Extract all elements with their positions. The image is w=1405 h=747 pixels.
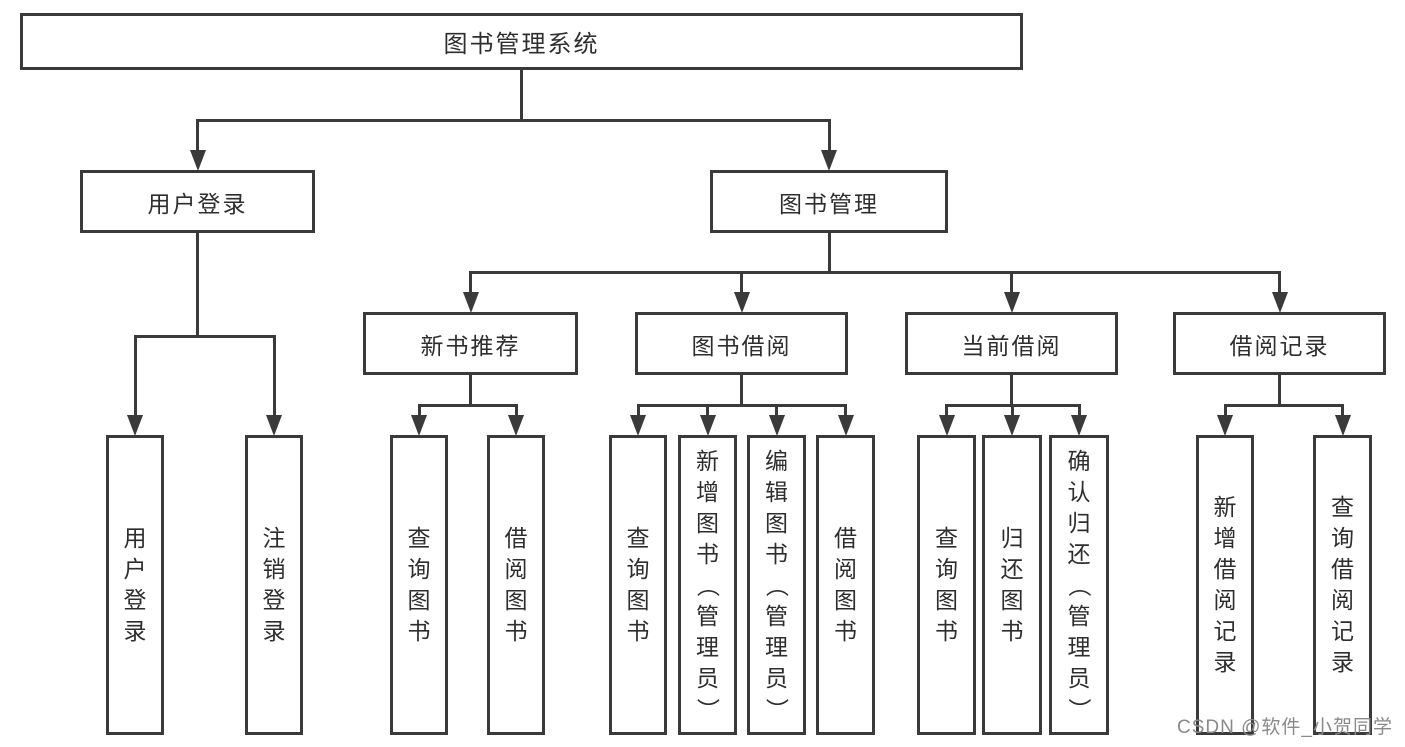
diagram-node-leaf-query-borrow-record: 查询借阅记录 <box>1313 435 1372 735</box>
node-label: 新增图书（管理员） <box>695 447 721 721</box>
node-label: 借阅图书 <box>834 525 857 644</box>
connector-arrowhead <box>1271 292 1288 313</box>
connector-arrowhead <box>127 415 143 436</box>
connector-line <box>945 405 948 421</box>
connector-line <box>636 403 847 407</box>
diagram-node-leaf-borrow-books-1: 借阅图书 <box>487 435 545 735</box>
connector-line <box>520 70 523 120</box>
node-label: 借阅图书 <box>504 525 528 644</box>
connector-arrowhead <box>699 415 716 436</box>
connector-arrowhead <box>508 415 524 436</box>
connector-line <box>740 375 743 405</box>
diagram-node-book-mgmt: 图书管理 <box>710 170 948 233</box>
node-label: 用户登录 <box>147 190 248 217</box>
connector-line <box>196 120 199 156</box>
connector-arrowhead <box>837 415 854 436</box>
node-label: 借阅记录 <box>1229 332 1330 359</box>
connector-line <box>775 405 778 421</box>
diagram-node-leaf-query-books-2: 查询图书 <box>609 435 667 735</box>
connector-line <box>827 233 831 272</box>
connector-arrowhead <box>1217 415 1233 436</box>
diagram-node-new-book-rec: 新书推荐 <box>363 312 578 375</box>
connector-line <box>417 403 518 407</box>
diagram-node-book-borrow: 图书借阅 <box>635 312 848 375</box>
connector-arrowhead <box>411 415 427 436</box>
diagram-node-leaf-return-book: 归还图书 <box>982 435 1042 735</box>
node-label: 用户登录 <box>123 525 147 644</box>
connector-line <box>469 375 472 405</box>
node-label: 注销登录 <box>262 525 286 644</box>
node-label: 查询借阅记录 <box>1331 494 1354 675</box>
diagram-node-leaf-confirm-return: 确认归还（管理员） <box>1049 435 1109 735</box>
connector-line <box>706 405 709 421</box>
connector-arrowhead <box>1004 415 1020 436</box>
connector-line <box>636 405 640 421</box>
connector-arrowhead <box>733 292 750 313</box>
connector-line <box>1278 375 1281 405</box>
connector-line <box>740 272 743 298</box>
diagram-node-leaf-query-books-1: 查询图书 <box>390 435 448 735</box>
connector-line <box>1223 403 1344 407</box>
node-label: 确认归还（管理员） <box>1066 447 1093 721</box>
connector-line <box>1223 405 1227 421</box>
diagram-node-leaf-edit-book: 编辑图书（管理员） <box>747 435 806 735</box>
node-label: 图书管理系统 <box>443 31 600 58</box>
connector-line <box>514 405 518 421</box>
diagram-node-user-login: 用户登录 <box>80 170 315 233</box>
diagram-node-root: 图书管理系统 <box>20 13 1023 70</box>
diagram-node-current-borrow: 当前借阅 <box>905 312 1118 375</box>
node-label: 归还图书 <box>1000 525 1024 644</box>
diagram-node-leaf-add-borrow-record: 新增借阅记录 <box>1196 435 1254 735</box>
connector-line <box>1278 272 1281 298</box>
node-label: 图书管理 <box>779 190 879 217</box>
diagram-node-leaf-borrow-books-2: 借阅图书 <box>816 435 875 735</box>
connector-arrowhead <box>821 150 837 171</box>
connector-line <box>196 118 831 122</box>
connector-arrowhead <box>1071 415 1087 436</box>
connector-arrowhead <box>1334 415 1351 436</box>
connector-line <box>827 120 831 156</box>
connector-arrowhead <box>189 150 206 171</box>
connector-line <box>133 336 137 421</box>
diagram-node-leaf-add-book: 新增图书（管理员） <box>678 435 737 735</box>
connector-arrowhead <box>630 415 646 436</box>
node-label: 新增借阅记录 <box>1213 494 1237 675</box>
connector-line <box>133 334 276 338</box>
node-label: 新书推荐 <box>420 332 521 359</box>
diagram-node-leaf-user-login: 用户登录 <box>106 435 164 735</box>
connector-arrowhead <box>1003 292 1020 313</box>
connector-line <box>417 405 421 421</box>
node-label: 图书借阅 <box>691 332 792 359</box>
node-label: 编辑图书（管理员） <box>764 447 790 721</box>
connector-line <box>469 272 472 298</box>
connector-line <box>1010 405 1014 421</box>
connector-line <box>1341 405 1344 421</box>
connector-arrowhead <box>462 292 479 313</box>
connector-arrowhead <box>266 415 282 436</box>
watermark: CSDN @软件_小贺同学 <box>1177 717 1393 738</box>
connector-arrowhead <box>768 415 785 436</box>
connector-line <box>1010 272 1013 298</box>
node-label: 当前借阅 <box>961 332 1062 359</box>
diagram-node-leaf-logout: 注销登录 <box>245 435 303 735</box>
connector-line <box>469 270 1281 274</box>
connector-line <box>272 336 276 421</box>
diagram-node-borrow-records: 借阅记录 <box>1173 312 1386 375</box>
connector-line <box>196 233 199 336</box>
connector-line <box>1077 405 1081 421</box>
diagram-node-leaf-query-books-3: 查询图书 <box>917 435 976 735</box>
node-label: 查询图书 <box>407 525 431 644</box>
connector-line <box>844 405 847 421</box>
node-label: 查询图书 <box>935 525 958 644</box>
connector-line <box>1010 375 1013 405</box>
connector-arrowhead <box>938 415 955 436</box>
node-label: 查询图书 <box>626 525 650 644</box>
